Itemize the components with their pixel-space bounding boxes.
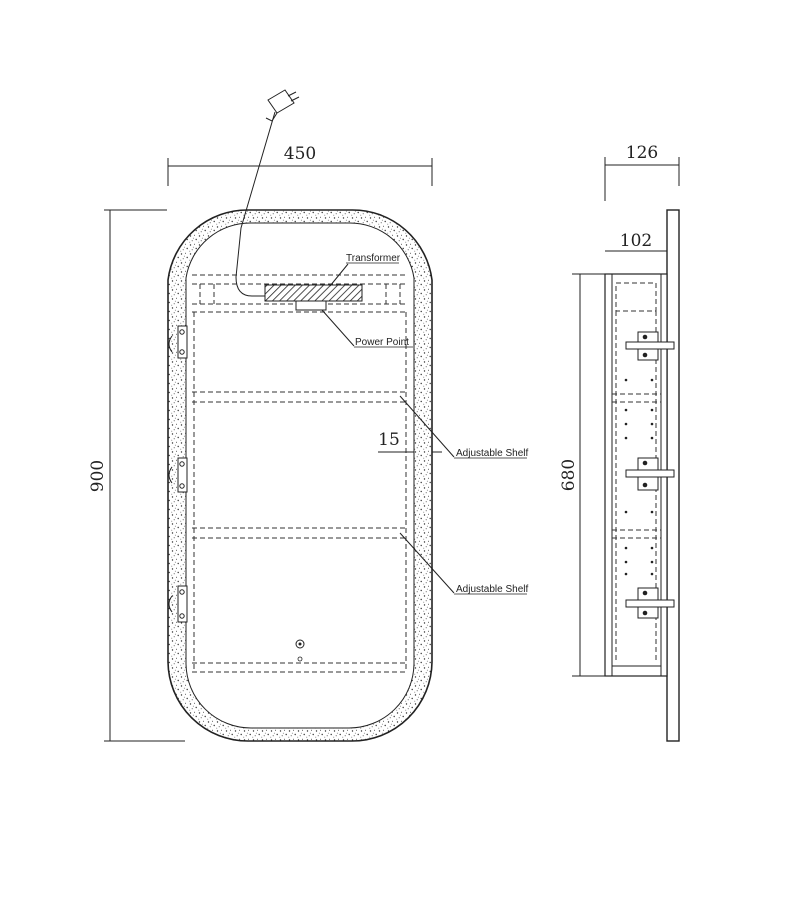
hinge-icon [625, 587, 675, 619]
depth-total-value: 126 [626, 143, 658, 163]
adjustable-shelf-label-1: Adjustable Shelf [456, 448, 528, 459]
height-value: 900 [88, 460, 108, 492]
dimension-width: 450 [167, 144, 433, 186]
body-height-value: 680 [559, 459, 579, 491]
hinge-icon [168, 585, 188, 623]
power-point-label: Power Point [355, 337, 409, 348]
transformer [264, 284, 363, 302]
adjustable-shelf-label-2: Adjustable Shelf [456, 584, 528, 595]
front-view: 450 900 15 Transformer Power Point [88, 89, 528, 742]
power-plug-icon [265, 89, 300, 122]
callout-power-point: Power Point [321, 309, 413, 348]
hinge-icon [625, 457, 675, 491]
power-cable [235, 111, 276, 297]
callout-transformer: Transformer [329, 253, 401, 287]
power-point [295, 300, 327, 311]
touch-sensor-icon [295, 639, 305, 662]
dimension-body-height: 680 [559, 273, 605, 677]
edge-gap-value: 15 [378, 430, 400, 450]
side-view: 126 102 680 [559, 143, 680, 742]
depth-body-value: 102 [620, 231, 652, 251]
shelf-pin-holes [624, 378, 654, 576]
mirror-outline-inner [185, 222, 415, 729]
hinge-icon [168, 325, 188, 359]
dimension-depth-total: 126 [604, 143, 680, 201]
hidden-cabinet-lines [192, 274, 408, 673]
callout-adjustable-shelf-2: Adjustable Shelf [399, 532, 528, 595]
mirror-outline-outer [167, 209, 433, 742]
hinge-icon [168, 457, 188, 493]
width-value: 450 [284, 144, 316, 164]
callout-adjustable-shelf-1: Adjustable Shelf [399, 395, 528, 459]
transformer-label: Transformer [346, 253, 401, 264]
dimension-edge-gap: 15 [378, 430, 442, 453]
dimension-depth-body: 102 [605, 231, 668, 258]
hinge-icon [625, 331, 675, 361]
dimension-height: 900 [88, 209, 185, 742]
